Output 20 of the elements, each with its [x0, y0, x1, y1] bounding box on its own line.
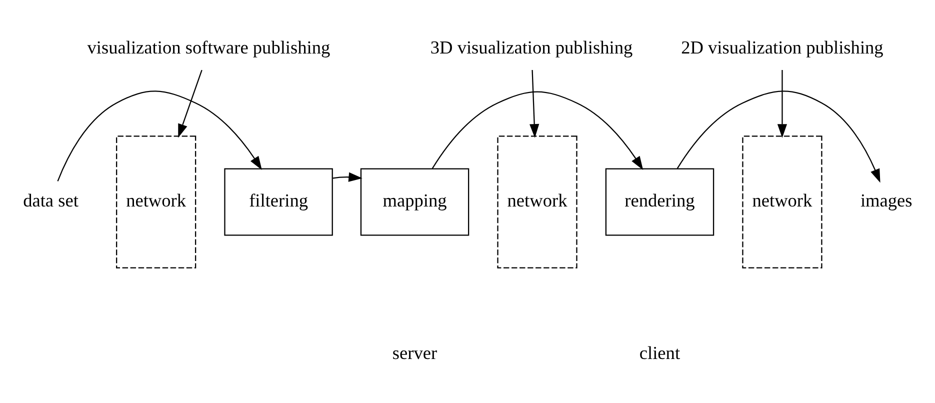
node-box: network [496, 135, 577, 268]
node-text: images [860, 190, 912, 210]
arrow [676, 90, 880, 182]
node-text: data set [22, 190, 78, 210]
arrow [529, 69, 539, 138]
node-box: rendering [604, 168, 714, 236]
label: server [392, 342, 437, 363]
node-box: network [116, 135, 196, 268]
node-box: filtering [224, 168, 332, 236]
node-text: 3D visualization publishing [430, 37, 632, 58]
arrow [332, 172, 362, 182]
arrow [431, 90, 643, 170]
node-text: visualization software publishing [86, 37, 330, 58]
arrow [776, 70, 787, 138]
node-text: 2D visualization publishing [680, 37, 883, 58]
arrow [56, 90, 262, 181]
node-box: mapping [360, 168, 469, 236]
arrow [178, 69, 202, 138]
node-box: network [742, 135, 822, 268]
label: client [638, 342, 680, 363]
